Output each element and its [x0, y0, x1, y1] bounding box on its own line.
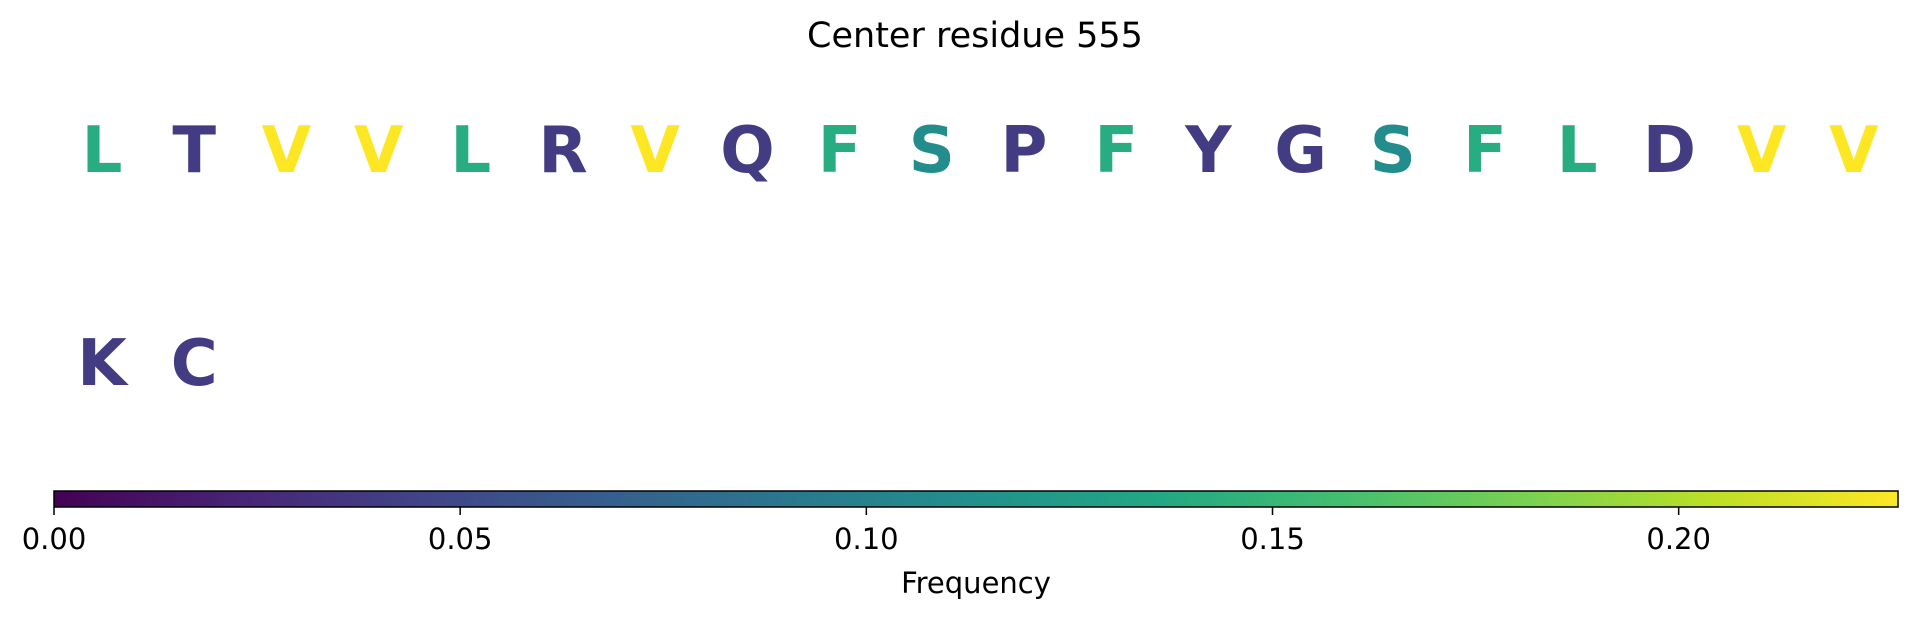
residue-letter: P: [1001, 114, 1048, 188]
colorbar-tick-label: 0.15: [1240, 522, 1305, 556]
residue-letter: L: [450, 114, 491, 188]
residue-letter: Y: [1184, 114, 1232, 188]
residue-letter: F: [1094, 114, 1138, 188]
residue-letter: F: [818, 114, 862, 188]
colorbar-tick-label: 0.20: [1646, 522, 1711, 556]
residue-letter: K: [77, 327, 129, 401]
colorbar: [53, 490, 1899, 508]
residue-letter: L: [1557, 114, 1598, 188]
colorbar-label: Frequency: [901, 566, 1051, 600]
colorbar-tick-label: 0.00: [22, 522, 87, 556]
residue-letter: G: [1274, 114, 1327, 188]
residue-letter: V: [354, 114, 404, 188]
residue-letter: C: [171, 327, 218, 401]
colorbar-ticks: 0.00 0.05 0.10 0.15 0.20: [22, 507, 1711, 556]
residue-letter: S: [909, 114, 955, 188]
residue-letter: V: [1829, 114, 1879, 188]
residue-letter: Q: [720, 114, 774, 188]
residue-letter: L: [82, 114, 123, 188]
residue-letter: S: [1370, 114, 1416, 188]
colorbar-tick-label: 0.10: [834, 522, 899, 556]
residue-letter: V: [262, 114, 312, 188]
residue-letter: V: [630, 114, 680, 188]
chart-title: Center residue 555: [807, 16, 1143, 56]
residue-letter: R: [538, 114, 587, 188]
residue-letter: F: [1463, 114, 1507, 188]
colorbar-tick-label: 0.05: [428, 522, 493, 556]
residue-letter: V: [1737, 114, 1787, 188]
residue-letter: T: [172, 114, 216, 188]
residue-letter: D: [1643, 114, 1696, 188]
